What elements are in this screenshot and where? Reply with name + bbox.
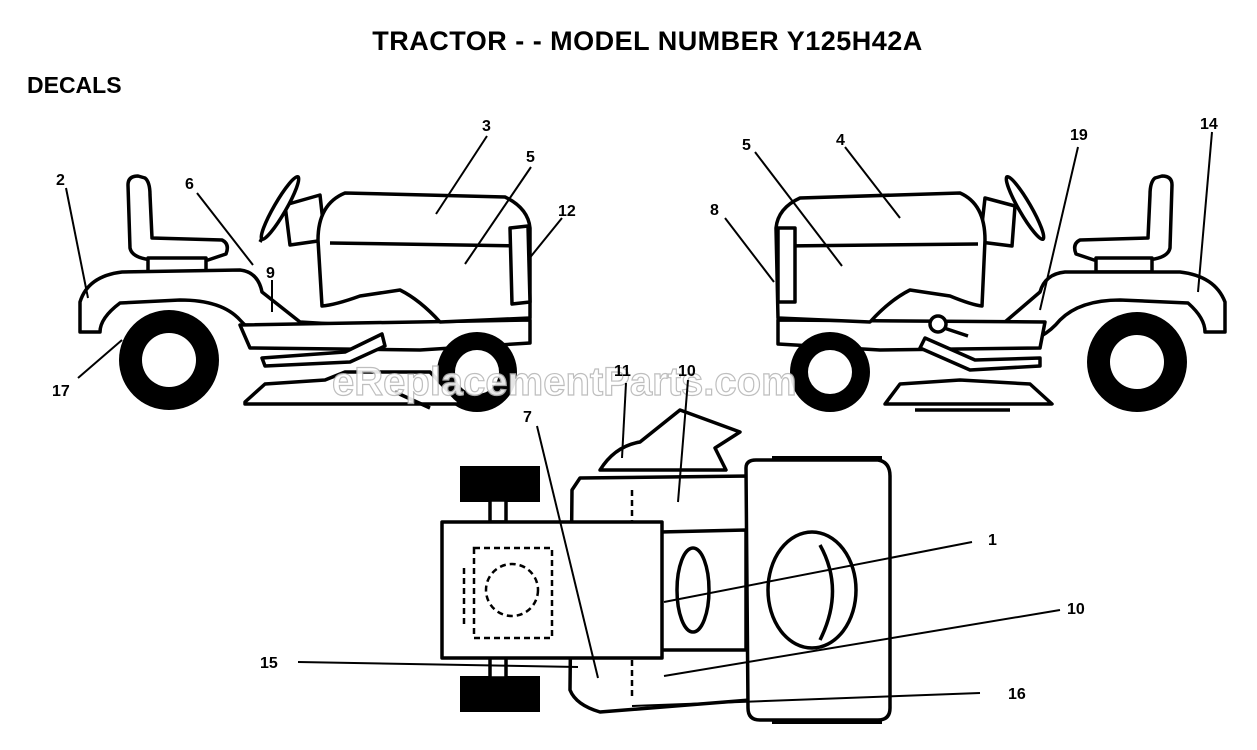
right-grille: [776, 226, 797, 304]
callout-6: 6: [185, 176, 194, 193]
top-seat-dashed-box: [472, 546, 554, 640]
callout-4: 4: [836, 132, 845, 149]
leader-5-left: [464, 166, 532, 265]
page-title: TRACTOR - - MODEL NUMBER Y125H42A: [372, 26, 923, 56]
left-hood: [316, 191, 532, 324]
right-mower-deck: [883, 378, 1054, 406]
callout-9: 9: [266, 265, 275, 282]
callout-10-top: 10: [678, 363, 696, 380]
right-front-wheel-hub: [808, 350, 852, 394]
leader-12: [527, 217, 563, 261]
leader-6: [196, 192, 254, 266]
callout-10-bottom: 10: [1067, 601, 1085, 618]
leader-19: [1039, 146, 1079, 311]
callout-14: 14: [1200, 116, 1218, 133]
right-steering-wheel-rim: [1004, 174, 1046, 242]
right-lever-knob: [928, 314, 948, 334]
left-rear-wheel-hub: [142, 333, 196, 387]
callout-19: 19: [1070, 127, 1088, 144]
leader-1: [663, 541, 973, 603]
left-hood-line: [329, 241, 526, 248]
left-side-view: [78, 174, 532, 412]
top-steering-wheel: [675, 546, 711, 634]
top-engine-oval: [766, 530, 858, 650]
left-deck-chute: [394, 390, 431, 410]
right-hood-line: [781, 242, 979, 248]
watermark: eReplacementParts.com: [332, 360, 797, 404]
leader-10-top: [677, 379, 689, 503]
leader-8: [724, 217, 775, 283]
top-seat-dashed-circle: [484, 562, 540, 618]
right-seat: [1072, 174, 1174, 262]
callout-7: 7: [523, 409, 532, 426]
callout-5-right: 5: [742, 137, 751, 154]
callout-numbers: 2 3 5 6 9 12 17 5 4 8 19 14 11 10 7 1 10…: [52, 116, 1218, 703]
top-rear-wheel-upper: [460, 466, 540, 502]
left-lift-lever: [260, 332, 387, 368]
callout-17: 17: [52, 383, 70, 400]
callout-15: 15: [260, 655, 278, 672]
callout-12: 12: [558, 203, 576, 220]
top-rear-wheel-lower: [460, 676, 540, 712]
leader-5-right: [754, 151, 843, 267]
top-engine-oval-inner: [818, 544, 835, 641]
top-axle-upper: [488, 498, 508, 524]
leader-16: [631, 692, 981, 707]
leader-17: [77, 339, 123, 379]
leader-15: [297, 661, 579, 668]
left-seat: [126, 174, 230, 262]
right-lift-lever: [918, 336, 1042, 372]
section-label: DECALS: [27, 72, 122, 98]
callout-8: 8: [710, 202, 719, 219]
left-front-wheel-hub: [455, 350, 499, 394]
leader-lines: [65, 131, 1213, 707]
left-grille: [508, 224, 532, 306]
leader-4: [844, 146, 901, 219]
leader-2: [65, 187, 89, 299]
leader-10-bottom: [663, 609, 1061, 677]
top-discharge-chute: [598, 408, 742, 472]
leader-3: [435, 135, 488, 215]
right-rear-wheel-hub: [1110, 335, 1164, 389]
leader-14: [1197, 131, 1213, 293]
callout-2: 2: [56, 172, 65, 189]
callout-3: 3: [482, 118, 491, 135]
callout-11: 11: [614, 363, 631, 380]
right-side-view: [774, 174, 1227, 412]
right-seat-base: [1094, 256, 1154, 274]
right-lever-handle: [943, 326, 969, 338]
callout-5-left: 5: [526, 149, 535, 166]
right-hood: [774, 191, 987, 324]
left-steering-wheel-rim: [259, 174, 301, 242]
leader-11: [621, 382, 627, 459]
leader-7: [536, 425, 599, 679]
callout-1: 1: [988, 532, 997, 549]
top-view: [440, 408, 892, 724]
callout-16: 16: [1008, 686, 1026, 703]
